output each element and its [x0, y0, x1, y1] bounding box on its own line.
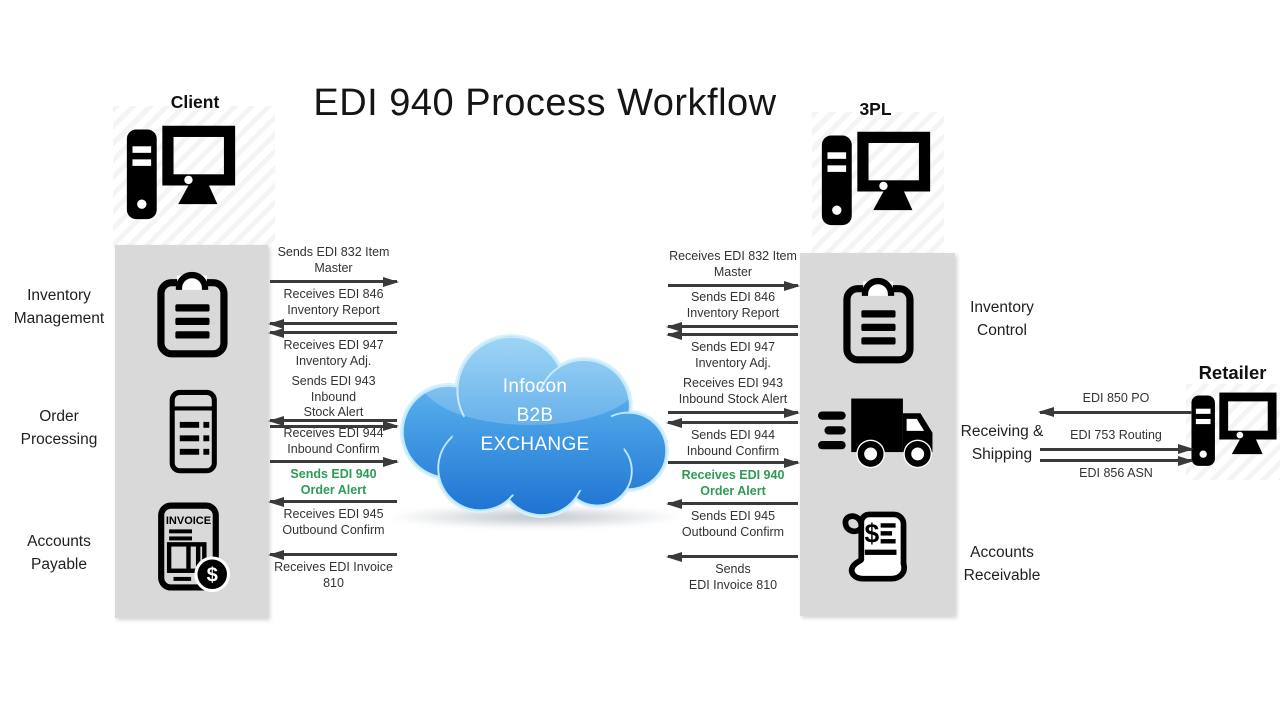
arrow-right-icon — [1040, 459, 1192, 462]
invoice-icon-label: INVOICE — [165, 515, 210, 527]
order-document-icon — [169, 389, 217, 473]
flow-label: EDI 856 ASN — [1079, 466, 1153, 480]
arrow-left-icon — [668, 555, 798, 558]
arrow-left-icon — [668, 333, 798, 336]
retailer-heading: Retailer — [1198, 362, 1267, 383]
flow-row: EDI 856 ASN — [1040, 455, 1192, 482]
flow-label: EDI 753 Routing — [1070, 428, 1162, 442]
threepl-computer-icon — [821, 131, 931, 226]
arrow-left-icon — [668, 502, 798, 505]
threepl-panel: $ — [800, 253, 955, 616]
flow-row: EDI 850 PO — [1040, 391, 1192, 418]
b2b-exchange-cloud — [399, 334, 670, 518]
client-heading: Client — [170, 92, 220, 112]
arrow-left-icon — [270, 419, 397, 422]
clipboard-icon — [156, 272, 228, 358]
arrow-left-icon — [270, 331, 397, 334]
arrow-right-icon — [668, 411, 798, 414]
arrow-right-icon — [668, 284, 798, 287]
arrow-left-icon — [270, 553, 397, 556]
truck-icon — [817, 398, 932, 468]
client-computer-icon — [126, 125, 236, 220]
arrow-left-icon — [270, 500, 397, 503]
arrow-right-icon — [270, 280, 397, 283]
client-panel: INVOICE $ — [115, 245, 268, 618]
receipt-icon: $ — [842, 511, 907, 582]
dollar-icon: $ — [206, 564, 217, 586]
cloud-label: Infocon B2B EXCHANGE — [480, 376, 590, 455]
arrow-left-icon — [668, 325, 798, 328]
arrow-right-icon — [270, 424, 397, 428]
retailer-computer-icon — [1191, 392, 1277, 466]
arrow-right-icon — [1040, 447, 1192, 451]
arrow-right-icon — [668, 461, 798, 464]
clipboard-icon — [842, 277, 914, 364]
invoice-icon: INVOICE $ — [157, 502, 230, 592]
flow-row: EDI 753 Routing — [1040, 428, 1192, 455]
diagram-title: EDI 940 Process Workflow — [313, 82, 777, 124]
threepl-heading: 3PL — [859, 99, 892, 119]
label-receiving-shipping: Receiving &Shipping — [960, 423, 1044, 463]
arrow-left-icon — [668, 421, 798, 424]
flow-label: EDI 850 PO — [1082, 391, 1150, 405]
arrow-left-icon — [270, 322, 397, 325]
dollar-icon: $ — [864, 519, 879, 549]
arrow-right-icon — [270, 460, 397, 463]
arrow-left-icon — [1040, 410, 1192, 414]
